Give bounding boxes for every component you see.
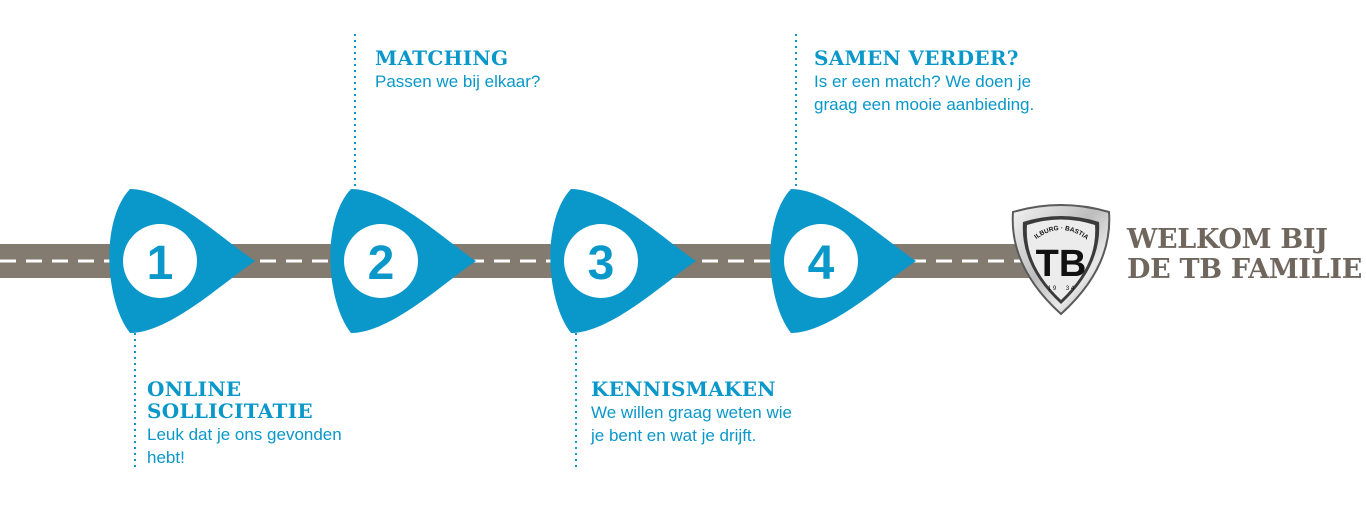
step-marker-4: 4 [770,189,916,333]
step-description-line: Leuk dat je ons gevonden [147,425,342,444]
step-description: Is er een match? We doen je graag een mo… [814,70,1094,116]
welcome-heading: WELKOM BIJ DE TB FAMILIE [1127,225,1362,285]
logo-monogram: TB [1036,243,1087,285]
step-description: We willen graag weten wie je bent en wat… [591,401,851,447]
step-title-line: SAMEN VERDER? [814,46,1019,70]
welcome-line: WELKOM BIJ [1127,224,1328,255]
step-marker-1: 1 [109,189,255,333]
step-description-line: graag een mooie aanbieding. [814,95,1035,114]
step-4-text: SAMEN VERDER? Is er een match? We doen j… [814,47,1094,116]
step-description-line: Is er een match? We doen je [814,72,1032,91]
welcome-line: DE TB FAMILIE [1127,254,1363,285]
logo-year-right: 3 4 [1066,286,1075,292]
marker-number-circle [564,224,638,298]
step-title-line: KENNISMAKEN [591,377,776,401]
shield-logo-icon: VAN TILBURG · BASTIAENEN TB 1 9 3 4 [1011,204,1111,316]
step-title: ONLINE SOLLICITATIE [147,378,392,422]
step-title-line: SOLLICITATIE [147,399,313,423]
step-description: Leuk dat je ons gevonden hebt! [147,423,392,469]
step-title: KENNISMAKEN [591,378,851,400]
step-description-line: We willen graag weten wie [591,403,792,422]
step-number-1: 1 [147,237,174,290]
logo-year-left: 1 9 [1048,286,1057,292]
step-description-line: je bent en wat je drijft. [591,426,757,445]
step-title: SAMEN VERDER? [814,47,1094,69]
step-description: Passen we bij elkaar? [375,70,635,93]
marker-number-circle [344,224,418,298]
step-marker-3: 3 [550,189,696,333]
step-description-line: Passen we bij elkaar? [375,72,541,91]
step-number-4: 4 [808,237,835,290]
step-3-text: KENNISMAKEN We willen graag weten wie je… [591,378,851,447]
step-number-3: 3 [588,237,615,290]
step-number-2: 2 [368,237,395,290]
step-2-text: MATCHING Passen we bij elkaar? [375,47,635,93]
step-title-line: ONLINE [147,377,242,401]
step-description-line: hebt! [147,448,185,467]
marker-number-circle [123,224,197,298]
step-marker-2: 2 [330,189,476,333]
step-title: MATCHING [375,47,635,69]
marker-number-circle [784,224,858,298]
step-1-text: ONLINE SOLLICITATIE Leuk dat je ons gevo… [147,378,392,469]
step-title-line: MATCHING [375,46,509,70]
